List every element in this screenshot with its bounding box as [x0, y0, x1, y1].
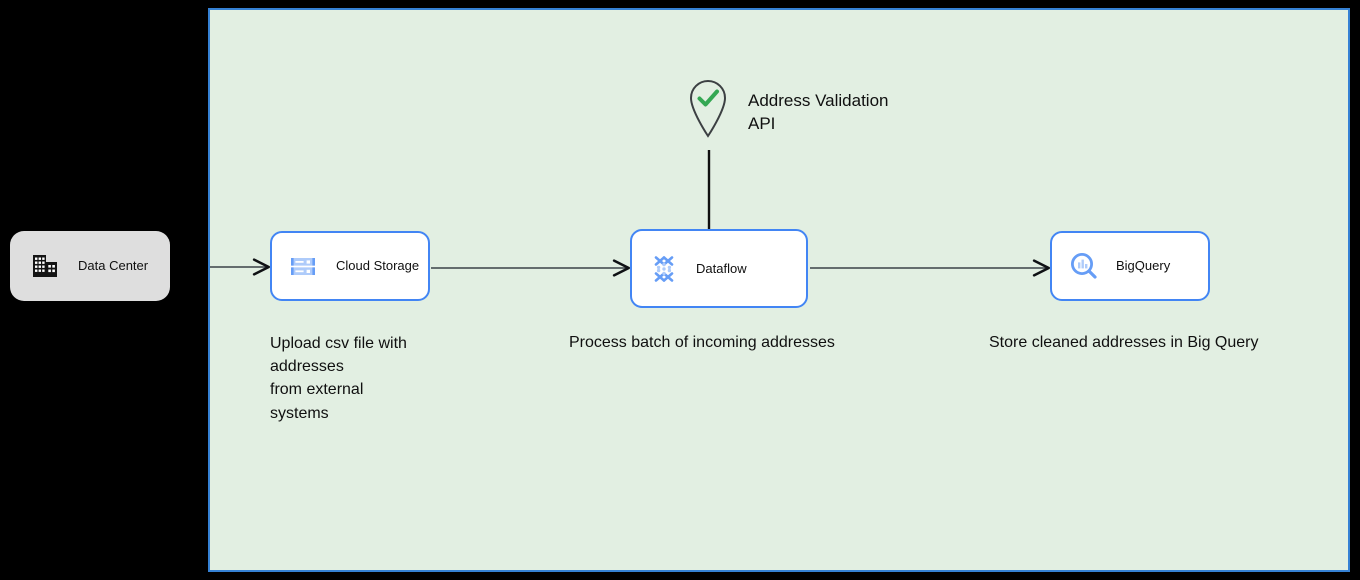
caption-dataflow: Process batch of incoming addresses: [569, 334, 835, 351]
data-center-icon: [30, 251, 60, 281]
node-label-cloud-storage: Cloud Storage: [336, 258, 420, 274]
node-label-dataflow: Dataflow: [696, 260, 747, 276]
cloud-storage-icon: [288, 251, 318, 281]
dataflow-icon: [648, 253, 680, 285]
caption-bigquery: Store cleaned addresses in Big Query: [989, 334, 1259, 351]
caption-cloud-storage: Upload csv file with addresses from exte…: [270, 335, 407, 422]
node-label-data-center: Data Center: [78, 258, 149, 274]
node-dataflow[interactable]: Dataflow: [630, 229, 808, 308]
node-label-bigquery: BigQuery: [1116, 258, 1171, 274]
bigquery-icon: [1068, 250, 1100, 282]
label-address-validation-api: Address Validation API: [748, 91, 889, 134]
location-pin-check-icon: [686, 76, 730, 138]
node-data-center[interactable]: Data Center: [10, 231, 170, 301]
node-bigquery[interactable]: BigQuery: [1050, 231, 1210, 301]
node-cloud-storage[interactable]: Cloud Storage: [270, 231, 430, 301]
node-address-validation-api[interactable]: Address Validation API: [686, 76, 889, 138]
